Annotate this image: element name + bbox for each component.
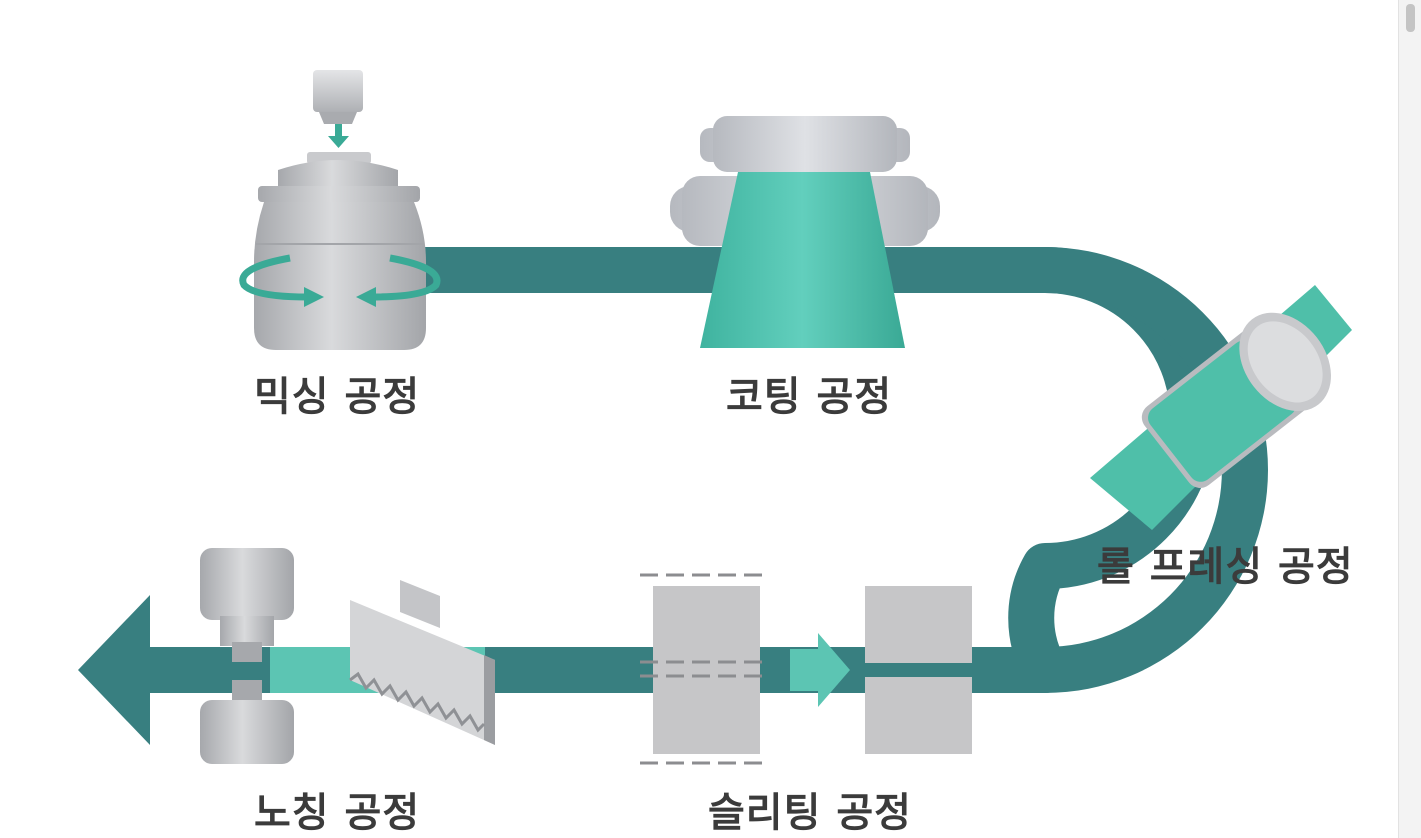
output-arrow-head: [78, 595, 150, 745]
notching-machine: [200, 548, 495, 764]
scrollbar-thumb[interactable]: [1406, 4, 1415, 32]
coated-sheet: [700, 172, 905, 348]
label-mixing-process: 믹싱 공정: [254, 374, 421, 420]
roll-pressing-machine: [1090, 285, 1352, 530]
label-coating-process: 코팅 공정: [726, 374, 893, 420]
notching-blade: [349, 580, 495, 745]
rotate-arrows-icon: [239, 254, 441, 307]
slitting-arrow-icon: [790, 633, 850, 707]
slitting-machine: [640, 573, 972, 765]
mixing-machine: [239, 70, 441, 350]
vertical-scrollbar[interactable]: [1398, 0, 1421, 838]
coating-machine: [670, 116, 940, 348]
label-notching-process: 노칭 공정: [254, 790, 421, 836]
label-slitting-process: 슬리팅 공정: [708, 790, 912, 836]
label-roll-pressing-process: 롤 프레싱 공정: [1097, 544, 1354, 590]
